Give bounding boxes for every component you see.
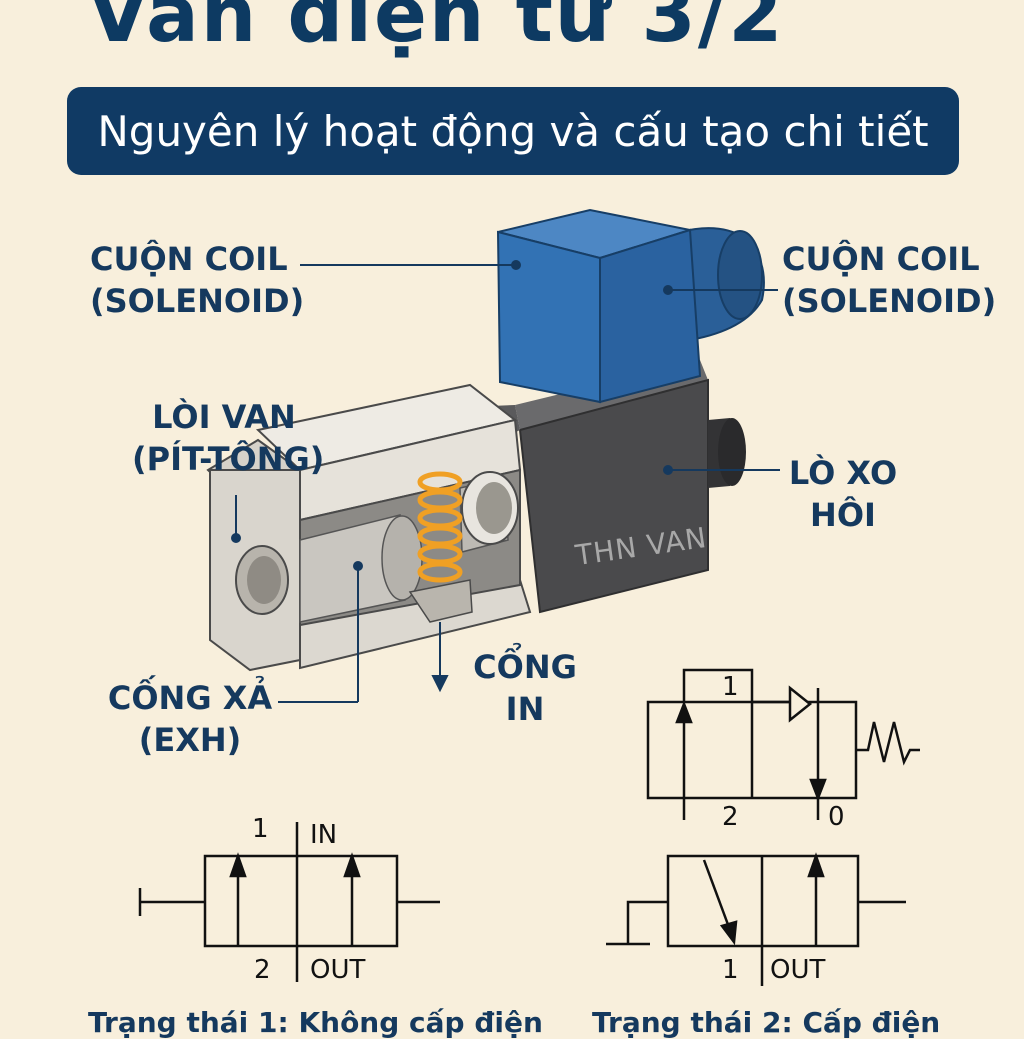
- label-coil-right: CUỘN COIL (SOLENOID): [782, 238, 996, 322]
- page-title: Van điện từ 3/2: [88, 0, 785, 60]
- state1-port-1: 1: [252, 814, 269, 844]
- label-inlet-line2: IN: [505, 690, 545, 728]
- valve-symbol-state2-diagram: [606, 852, 906, 986]
- label-coil-right-line1: CUỘN COIL: [782, 240, 980, 278]
- valve-symbol-energized-diagram: [646, 668, 920, 820]
- label-exhaust-line1: CỐNG XẢ: [107, 679, 273, 717]
- caption-state2: Trạng thái 2: Cấp điện: [592, 1006, 941, 1039]
- symbol-port-2: 2: [722, 802, 739, 832]
- label-spring-line1: LÒ XO: [788, 454, 898, 492]
- symbol-port-1: 1: [722, 672, 739, 702]
- state1-port-2: 2: [254, 955, 271, 985]
- label-spring-line2: HÔI: [810, 496, 876, 534]
- label-core-line2: (PÍT-TÔNG): [132, 440, 325, 478]
- label-coil-left: CUỘN COIL (SOLENOID): [90, 238, 304, 322]
- state2-port-1: 1: [722, 955, 739, 985]
- symbol-port-0: 0: [828, 802, 845, 832]
- subtitle: Nguyên lý hoạt động và cấu tạo chi tiết: [97, 106, 929, 156]
- valve-housing-cutaway: [206, 383, 532, 672]
- label-coil-left-line1: CUỘN COIL: [90, 240, 288, 278]
- label-core-line1: LÒI VAN: [152, 398, 296, 436]
- label-exhaust-line2: (EXH): [138, 721, 242, 759]
- label-exhaust: CỐNG XẢ (EXH): [105, 677, 275, 761]
- solenoid-coil: [496, 208, 765, 404]
- leader-lines: [231, 260, 780, 703]
- label-spring: LÒ XO HÔI: [788, 452, 898, 536]
- caption-state1: Trạng thái 1: Không cấp điện: [88, 1006, 543, 1039]
- label-core: LÒI VAN (PÍT-TÔNG): [132, 396, 325, 480]
- label-inlet-line1: CỔNG: [473, 648, 577, 686]
- label-inlet: CỔNG IN: [470, 646, 580, 730]
- state1-out-label: OUT: [310, 955, 366, 985]
- valve-symbol-state1-diagram: [138, 822, 440, 982]
- label-coil-left-line2: (SOLENOID): [90, 282, 305, 320]
- state1-in-label: IN: [310, 820, 338, 850]
- spring: [417, 471, 463, 583]
- subtitle-banner: Nguyên lý hoạt động và cấu tạo chi tiết: [67, 87, 959, 175]
- state2-out-label: OUT: [770, 955, 826, 985]
- label-coil-right-line2: (SOLENOID): [782, 282, 997, 320]
